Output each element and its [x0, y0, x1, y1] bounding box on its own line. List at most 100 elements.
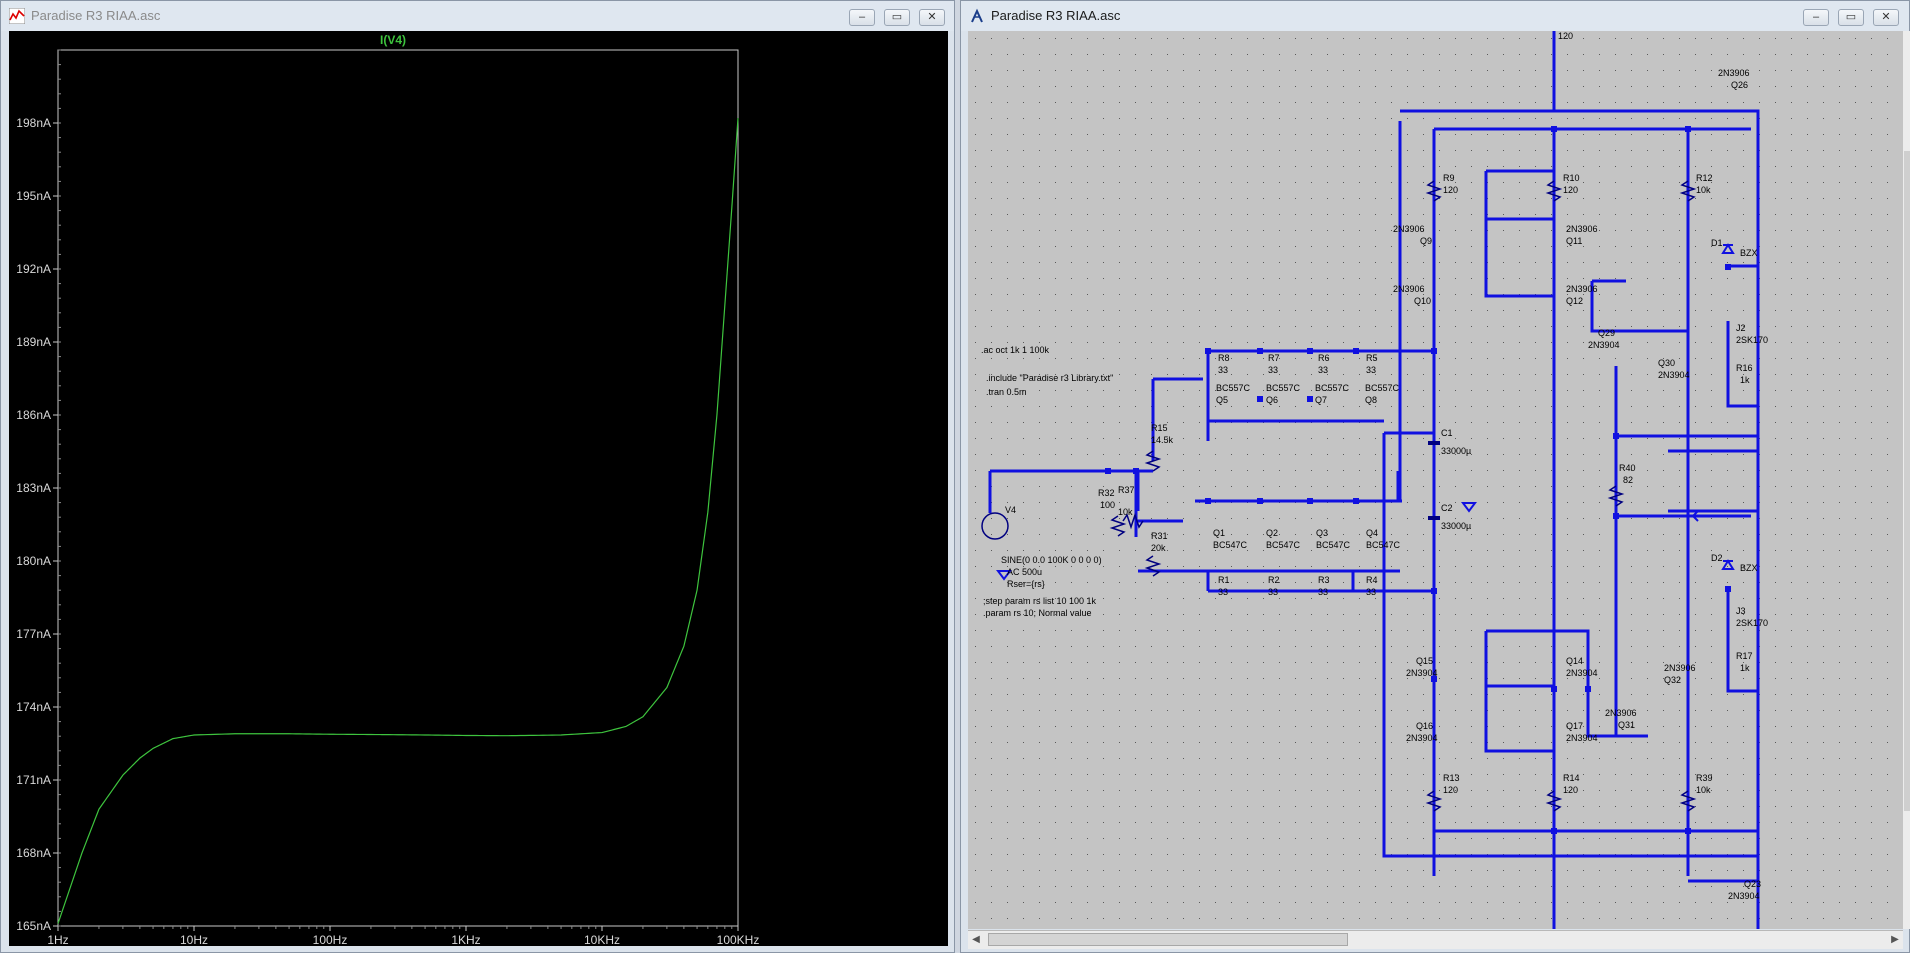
- source-sine: SINE(0 0.0 100K 0 0 0 0): [1001, 555, 1102, 565]
- x-tick-label: 10KHz: [584, 933, 620, 946]
- svg-text:Q5: Q5: [1216, 395, 1228, 405]
- minimize-button[interactable]: –: [849, 9, 875, 26]
- y-tick-label: 183nA: [16, 481, 51, 495]
- svg-text:2N3906: 2N3906: [1664, 663, 1696, 673]
- svg-text:2N3906: 2N3906: [1605, 708, 1637, 718]
- schematic-app-icon: [971, 8, 983, 23]
- net-label: 120: [1558, 31, 1573, 41]
- svg-text:Q8: Q8: [1365, 395, 1377, 405]
- resistor-r37: [1122, 512, 1144, 530]
- y-tick-label: 177nA: [16, 627, 51, 641]
- svg-text:Q32: Q32: [1664, 675, 1681, 685]
- schematic-canvas[interactable]: 120 .ac oct 1k 1 100k .include "Paradise…: [968, 31, 1903, 929]
- vertical-scrollbar[interactable]: [1903, 31, 1910, 929]
- close-button[interactable]: ✕: [1873, 9, 1899, 26]
- svg-text:20k: 20k: [1151, 543, 1166, 553]
- y-tick-label: 180nA: [16, 554, 51, 568]
- horizontal-scroll-thumb[interactable]: [988, 933, 1348, 946]
- svg-text:R2: R2: [1268, 575, 1280, 585]
- svg-text:2N3906: 2N3906: [1393, 284, 1425, 294]
- svg-text:Q4: Q4: [1366, 528, 1378, 538]
- svg-text:R6: R6: [1318, 353, 1330, 363]
- x-tick-label: 1Hz: [47, 933, 68, 946]
- svg-text:10k: 10k: [1118, 507, 1133, 517]
- svg-text:Q23: Q23: [1744, 879, 1761, 889]
- maximize-button[interactable]: ▭: [1838, 9, 1864, 26]
- resistor-r14: [1545, 790, 1563, 812]
- schematic-drawing[interactable]: 120 .ac oct 1k 1 100k .include "Paradise…: [968, 31, 1903, 929]
- svg-text:R15: R15: [1151, 423, 1168, 433]
- svg-text:33000µ: 33000µ: [1441, 521, 1471, 531]
- svg-text:R17: R17: [1736, 651, 1753, 661]
- svg-text:2N3904: 2N3904: [1406, 733, 1438, 743]
- plot-window-title: Paradise R3 RIAA.asc: [31, 8, 161, 23]
- close-button[interactable]: ✕: [919, 9, 945, 26]
- vertical-scroll-thumb[interactable]: [1904, 151, 1910, 811]
- trace-i-v4[interactable]: [57, 118, 739, 924]
- svg-text:Q15: Q15: [1416, 656, 1433, 666]
- svg-text:R12: R12: [1696, 173, 1713, 183]
- svg-text:Q16: Q16: [1416, 721, 1433, 731]
- svg-text:R16: R16: [1736, 363, 1753, 373]
- svg-text:2N3904: 2N3904: [1728, 891, 1760, 901]
- svg-text:Q3: Q3: [1316, 528, 1328, 538]
- plot-window-titlebar[interactable]: Paradise R3 RIAA.asc – ▭ ✕: [1, 1, 954, 31]
- svg-text:C2: C2: [1441, 503, 1453, 513]
- x-tick-label: 10Hz: [180, 933, 208, 946]
- svg-text:J3: J3: [1736, 606, 1746, 616]
- scroll-left-arrow[interactable]: ◀: [972, 934, 980, 945]
- scroll-right-arrow[interactable]: ▶: [1891, 934, 1899, 945]
- svg-text:R39: R39: [1696, 773, 1713, 783]
- svg-text:82: 82: [1623, 475, 1633, 485]
- junctions: [1105, 126, 1731, 834]
- svg-text:Q6: Q6: [1266, 395, 1278, 405]
- source-ac: AC 500u: [1007, 567, 1042, 577]
- svg-text:Q29: Q29: [1598, 328, 1615, 338]
- source-rser: Rser={rs}: [1007, 579, 1045, 589]
- svg-text:R9: R9: [1443, 173, 1455, 183]
- svg-text:R37: R37: [1118, 485, 1135, 495]
- svg-text:33: 33: [1218, 587, 1228, 597]
- svg-text:J2: J2: [1736, 323, 1746, 333]
- svg-text:R3: R3: [1318, 575, 1330, 585]
- maximize-button[interactable]: ▭: [884, 9, 910, 26]
- svg-text:BZX: BZX: [1740, 248, 1758, 258]
- svg-text:120: 120: [1563, 185, 1578, 195]
- source-ref: V4: [1005, 505, 1016, 515]
- waveform-app-icon: [9, 8, 25, 24]
- svg-text:33: 33: [1268, 587, 1278, 597]
- y-tick-label: 189nA: [16, 335, 51, 349]
- svg-text:2N3906: 2N3906: [1718, 68, 1750, 78]
- svg-text:14.5k: 14.5k: [1151, 435, 1174, 445]
- svg-text:BC547C: BC547C: [1213, 540, 1248, 550]
- svg-text:120: 120: [1443, 785, 1458, 795]
- waveform-plot[interactable]: I(V4) 165nA168nA171nA174nA177nA180nA183n…: [9, 31, 948, 946]
- resistor-r31: [1144, 555, 1162, 577]
- svg-text:BC547C: BC547C: [1366, 540, 1401, 550]
- svg-text:R10: R10: [1563, 173, 1580, 183]
- svg-text:BZX: BZX: [1740, 563, 1758, 573]
- svg-text:D2: D2: [1711, 553, 1723, 563]
- svg-text:Q31: Q31: [1618, 720, 1635, 730]
- minimize-button[interactable]: –: [1803, 9, 1829, 26]
- svg-text:Q2: Q2: [1266, 528, 1278, 538]
- svg-text:2N3904: 2N3904: [1566, 733, 1598, 743]
- svg-text:33000µ: 33000µ: [1441, 446, 1471, 456]
- svg-text:BC547C: BC547C: [1266, 540, 1301, 550]
- trace-label: I(V4): [380, 33, 406, 47]
- svg-text:33: 33: [1218, 365, 1228, 375]
- svg-text:2SK170: 2SK170: [1736, 618, 1768, 628]
- x-tick-label: 1KHz: [451, 933, 480, 946]
- svg-text:R7: R7: [1268, 353, 1280, 363]
- svg-text:10k: 10k: [1696, 185, 1711, 195]
- x-tick-label: 100KHz: [717, 933, 760, 946]
- svg-text:BC557C: BC557C: [1365, 383, 1400, 393]
- schematic-window[interactable]: Paradise R3 RIAA.asc – ▭ ✕: [960, 0, 1910, 953]
- horizontal-scrollbar[interactable]: ◀ ▶: [968, 930, 1903, 949]
- schematic-window-titlebar[interactable]: Paradise R3 RIAA.asc – ▭ ✕: [961, 1, 1909, 31]
- spice-directive-include: .include "Paradise r3 Library.txt": [986, 373, 1113, 383]
- svg-text:R5: R5: [1366, 353, 1378, 363]
